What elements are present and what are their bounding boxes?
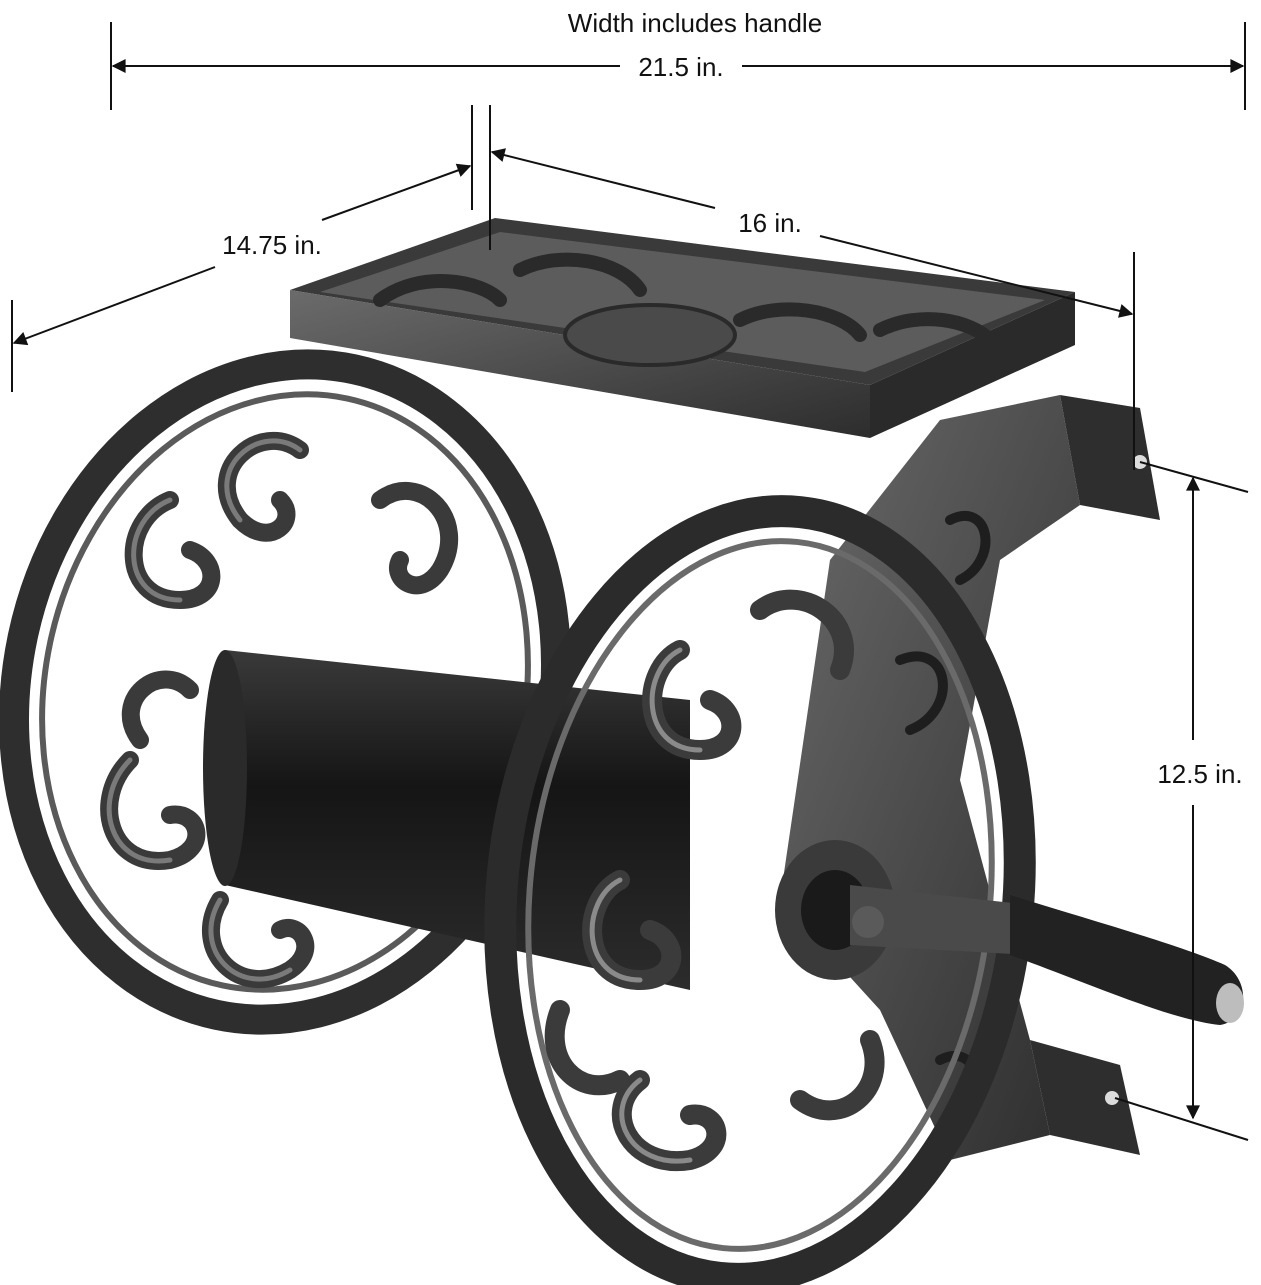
depth-arrow-right <box>321 163 472 221</box>
wall-bracket-bottom <box>1030 1040 1140 1155</box>
hose-reel-drawing <box>0 218 1244 1285</box>
length-label: 16 in. <box>738 208 802 238</box>
depth-arrow-left <box>12 266 216 346</box>
dimension-annotations <box>11 22 1249 1141</box>
length-arrow-right <box>819 235 1134 318</box>
top-tray <box>290 218 1075 438</box>
width-note: Width includes handle <box>568 8 822 38</box>
depth-label: 14.75 in. <box>222 230 322 260</box>
length-arrow-left <box>490 148 716 209</box>
height-extension-bottom <box>1114 1097 1249 1141</box>
height-label: 12.5 in. <box>1157 759 1242 789</box>
crank-handle <box>775 840 1244 1025</box>
hose-drum <box>203 650 690 990</box>
dimension-labels: Width includes handle 21.5 in. 14.75 in.… <box>222 8 1243 789</box>
width-label: 21.5 in. <box>638 52 723 82</box>
